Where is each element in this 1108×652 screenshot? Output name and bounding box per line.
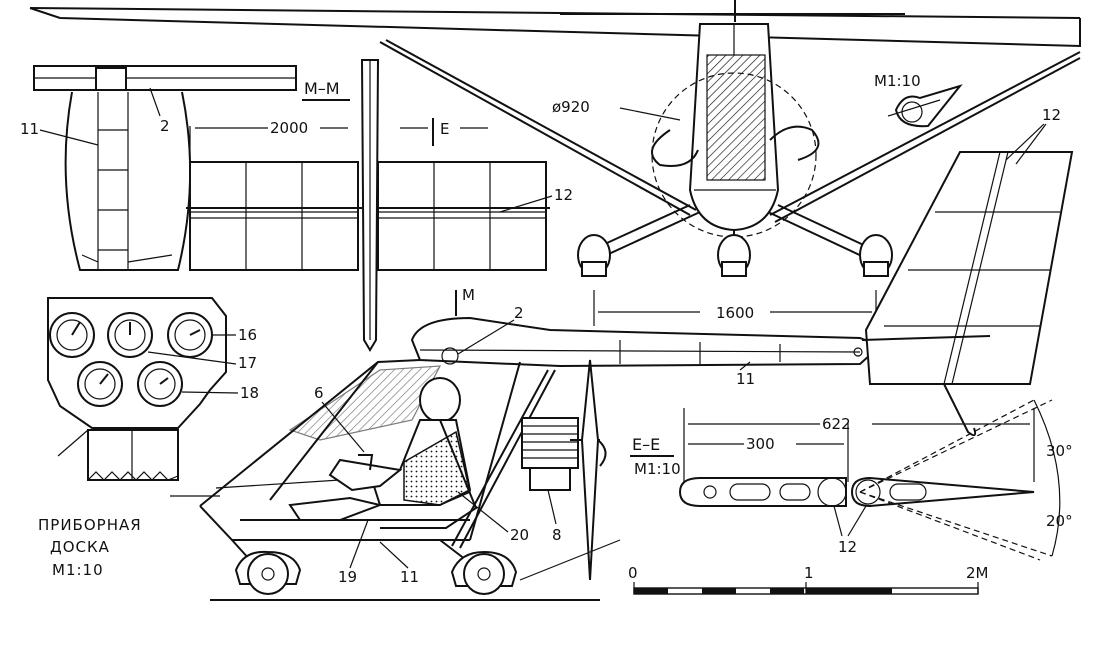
instrument-panel: 16 17 18 (47, 297, 259, 481)
dim-622: 622 (822, 415, 851, 433)
scale-label-0: 0 (628, 564, 638, 582)
callout-18: 18 (240, 384, 259, 402)
scale-label-2: 2M (966, 564, 989, 582)
dim-920: ø920 (552, 98, 590, 116)
callout-12-ee: 12 (838, 538, 857, 556)
side-view: M 2 11 12 (170, 106, 1074, 601)
scale-strut: M1:10 (874, 72, 921, 90)
panel-caption-line2: ДОСКА (50, 538, 110, 556)
callout-17: 17 (238, 354, 257, 372)
callout-6: 6 (314, 384, 324, 402)
scale-label-1: 1 (804, 564, 814, 582)
callout-19: 19 (338, 568, 357, 586)
angle-30: 30° (1046, 442, 1073, 460)
ee-section-label: E–E (632, 435, 660, 454)
strut-section-detail: M1:10 (874, 72, 963, 128)
wing-plan-view: 2000 E 12 (186, 59, 573, 352)
mm-section-label: M–M (304, 79, 340, 98)
callout-12-wing: 12 (554, 186, 573, 204)
callout-11-side: 11 (400, 568, 419, 586)
ee-section-view: E–E M1:10 622 300 12 30° 20° (630, 399, 1073, 561)
dim-1600: 1600 (716, 304, 754, 322)
scale-bar: 0 1 2M (628, 564, 989, 595)
callout-11-mm: 11 (20, 120, 39, 138)
angle-20: 20° (1046, 512, 1073, 530)
front-view-wing (29, 0, 1081, 223)
panel-caption-line1: ПРИБОРНАЯ (38, 516, 142, 534)
panel-caption-line3: M1:10 (52, 561, 104, 579)
callout-2-side: 2 (514, 304, 524, 322)
callout-8: 8 (552, 526, 562, 544)
callout-12-fin: 12 (1042, 106, 1061, 124)
callout-20: 20 (510, 526, 529, 544)
mm-section-view: 11 2 M–M (20, 65, 350, 271)
callout-11-boom: 11 (736, 370, 755, 388)
callout-16: 16 (238, 326, 257, 344)
dim-2000: 2000 (270, 119, 308, 137)
callout-2-mm: 2 (160, 117, 170, 135)
scale-ee: M1:10 (634, 460, 681, 478)
section-mark-m: M (462, 286, 475, 304)
front-view-fuselage: ø920 1600 (552, 23, 893, 326)
section-mark-e: E (440, 120, 449, 138)
dim-300: 300 (746, 435, 775, 453)
